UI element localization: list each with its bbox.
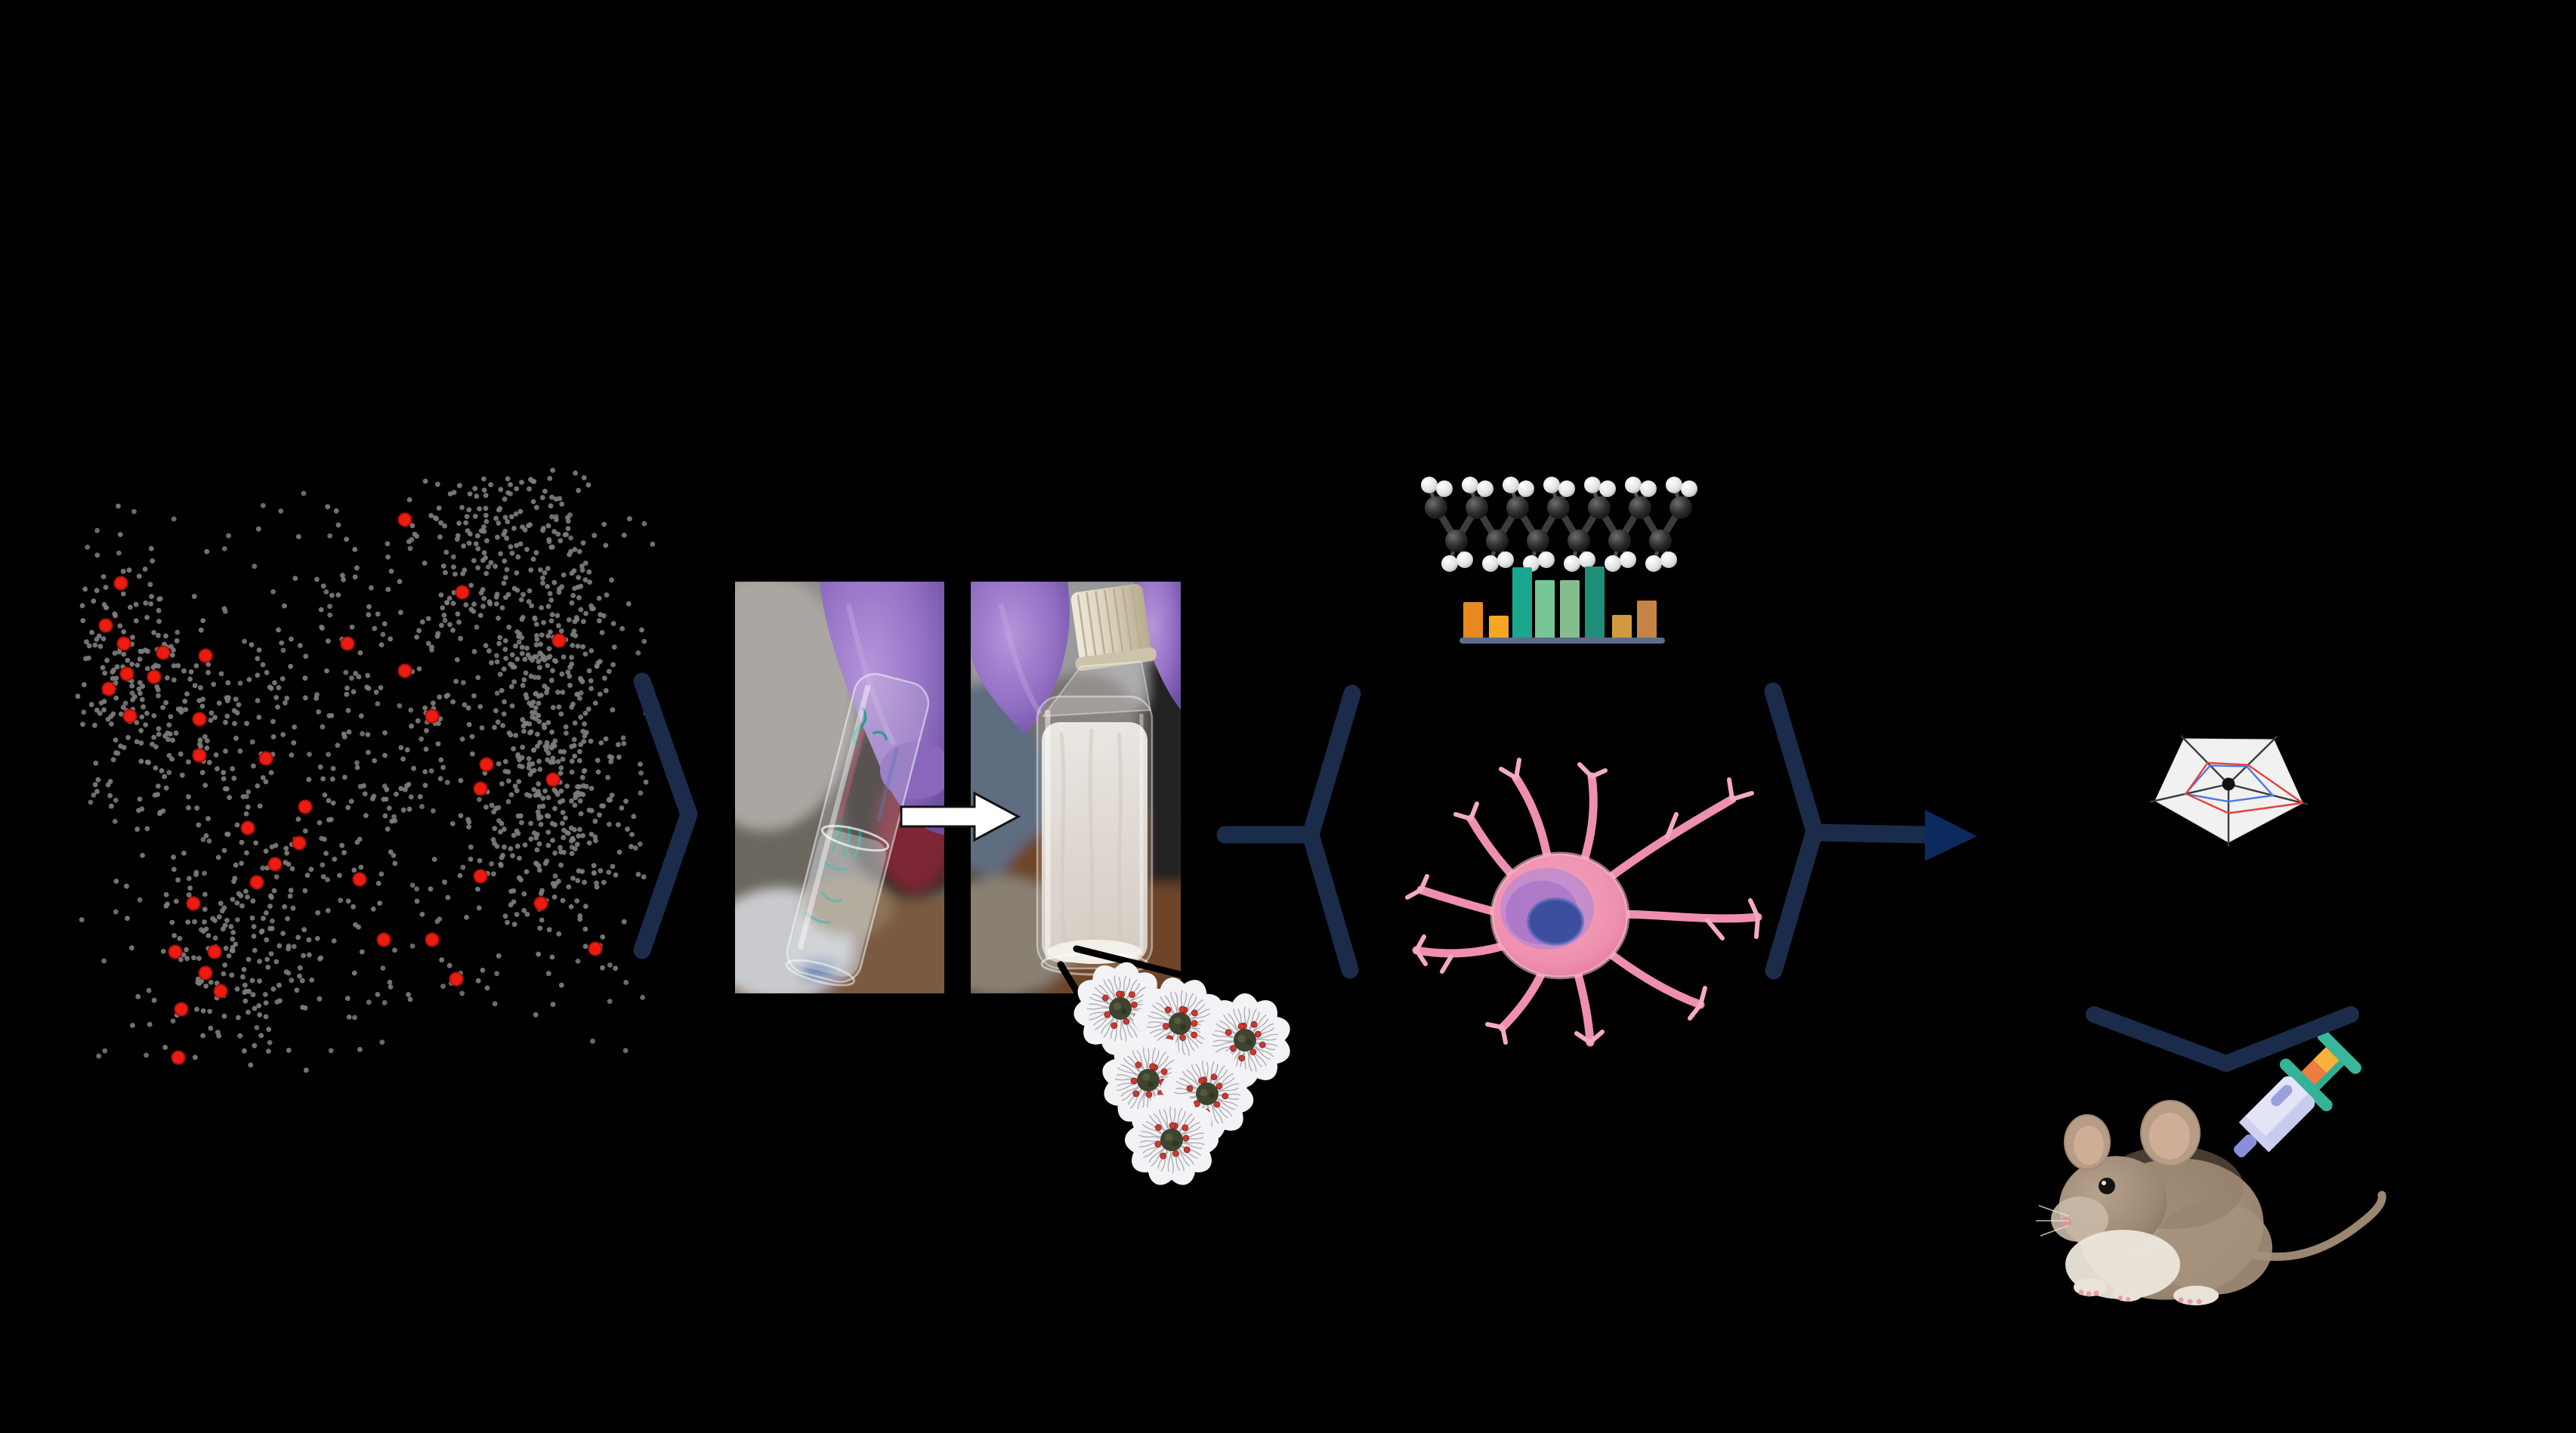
bar-3 xyxy=(1512,567,1532,638)
mouse-ears xyxy=(2064,1100,2201,1170)
dendrite-tips xyxy=(1405,758,1760,1045)
vial-photo-before xyxy=(735,582,944,993)
chevron-right-connector xyxy=(633,672,698,959)
glass-vial xyxy=(785,672,930,987)
bar-1 xyxy=(1463,602,1483,638)
bar-8 xyxy=(1637,601,1657,638)
callout-lines xyxy=(1057,945,1187,997)
radar-series-red xyxy=(2185,761,2304,814)
micelle-flower-structures xyxy=(1070,959,1302,1196)
branch-down-connector xyxy=(2086,1006,2359,1072)
meniscus xyxy=(820,824,890,852)
glass-vial xyxy=(1036,660,1154,976)
transformation-arrow xyxy=(900,791,1021,842)
marker-writing xyxy=(805,706,888,924)
bar-6 xyxy=(1585,567,1605,638)
nucleus xyxy=(1528,899,1583,944)
vial-cap xyxy=(1070,584,1157,671)
bar-chart-baseline xyxy=(1459,638,1665,644)
clear-liquid xyxy=(790,829,887,977)
merge-arrow-connector xyxy=(1764,682,1933,980)
polymer-chain-model xyxy=(1421,477,1697,572)
bar-7 xyxy=(1612,615,1632,638)
purple-glove xyxy=(971,582,1181,734)
mouse-photo xyxy=(2036,1100,2386,1305)
soma xyxy=(1490,851,1630,980)
bar-4 xyxy=(1535,580,1555,638)
bar-5 xyxy=(1560,580,1580,638)
mouse-face xyxy=(2036,1178,2115,1242)
syringe-flange xyxy=(2279,1058,2333,1112)
compound-library-scatter xyxy=(75,468,656,1073)
bar-2 xyxy=(1489,616,1509,638)
syringe-icon xyxy=(2233,1030,2361,1158)
arrowhead-icon xyxy=(1925,810,1977,861)
vial-photo-after xyxy=(971,582,1181,993)
neuron-illustration xyxy=(1405,758,1762,1047)
syringe-nozzle xyxy=(2233,1134,2257,1158)
split-branch-connector xyxy=(1216,684,1361,979)
mouse-belly-paws xyxy=(2065,1230,2219,1305)
composition-bar-chart xyxy=(1459,565,1665,644)
pentagon-radar-chart xyxy=(2149,734,2309,847)
syringe-plunger-handle xyxy=(2317,1030,2361,1074)
